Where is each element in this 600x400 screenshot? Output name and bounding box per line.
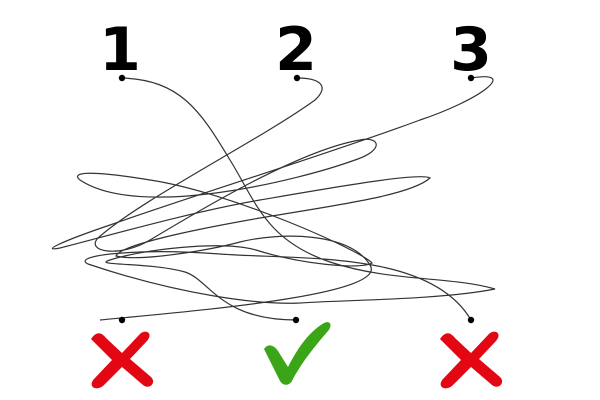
start-label-1: 1	[99, 15, 141, 85]
cross-icon	[440, 331, 503, 389]
end-dot-3[interactable]	[467, 316, 475, 324]
start-dot-3[interactable]	[467, 74, 475, 82]
start-label-2: 2	[275, 15, 317, 85]
end-dot-2[interactable]	[292, 316, 300, 324]
cross-icon	[91, 331, 154, 389]
start-label-3: 3	[450, 15, 492, 85]
end-dot-1[interactable]	[118, 316, 126, 324]
checkmark-icon	[264, 322, 331, 385]
tangled-line-1	[84, 77, 496, 321]
tangled-line-3	[51, 76, 494, 321]
start-dot-2[interactable]	[293, 74, 301, 82]
tangled-line-2	[77, 77, 377, 321]
start-dot-1[interactable]	[118, 74, 126, 82]
